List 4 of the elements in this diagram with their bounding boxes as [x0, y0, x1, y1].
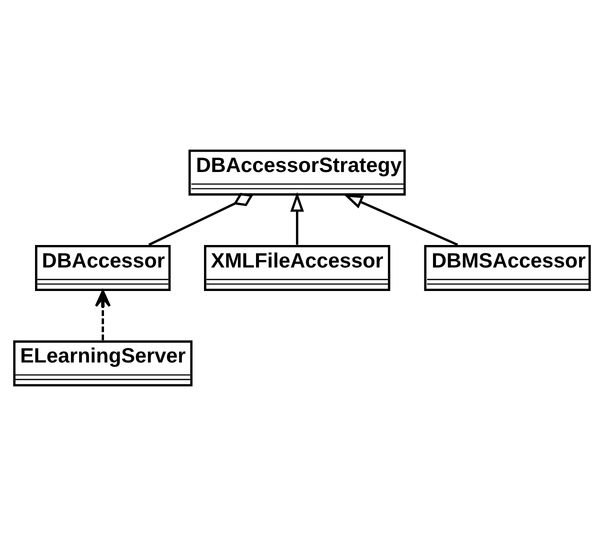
arrow — [343, 194, 458, 246]
arrow — [94, 289, 111, 340]
arrow — [290, 192, 304, 244]
connector — [148, 192, 254, 246]
